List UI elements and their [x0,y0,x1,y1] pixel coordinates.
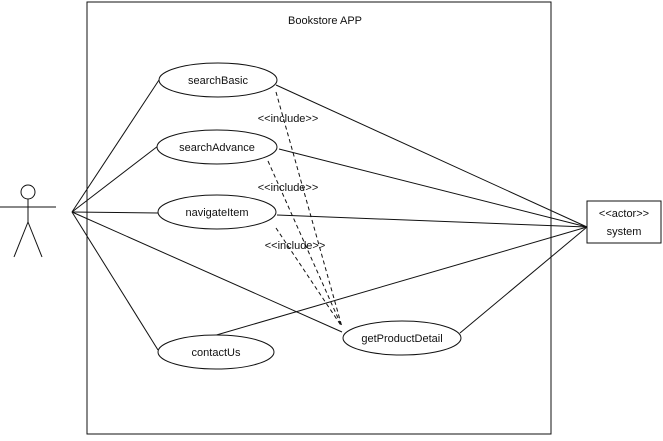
actor-stereotype: <<actor>> [599,208,649,220]
use-case-label: searchAdvance [179,142,255,154]
use-case-searchbasic: searchBasic [158,62,278,98]
assoc-actor-navigateitem [71,211,159,214]
system-title: Bookstore APP [288,15,362,27]
actor-left-leg [13,221,29,258]
assoc-searchbasic-system [275,84,588,228]
system-associations [212,84,588,337]
assoc-searchadvance-system [278,148,588,228]
include-label: <<include>> [258,182,319,194]
include-dependencies [267,91,343,328]
include-label: <<include>> [265,240,326,252]
assoc-getproductdetail-system [459,226,588,334]
include-searchbasic [275,91,343,328]
use-case-navigateitem: navigateItem [157,194,277,230]
assoc-actor-contactus [71,211,159,351]
assoc-actor-getproductdetail [71,211,343,333]
system-boundary [86,1,552,435]
use-case-label: getProductDetail [361,333,442,345]
include-searchadvance [267,160,343,328]
use-case-contactus: contactUs [157,334,275,370]
assoc-actor-searchbasic [71,79,160,213]
actor-name: system [607,226,642,238]
actor-right-leg [27,221,43,258]
external-system-actor: <<actor>> system [586,200,662,244]
use-case-searchadvance: searchAdvance [156,129,278,165]
use-case-label: navigateItem [186,207,249,219]
user-actor [0,184,56,258]
use-case-label: contactUs [192,347,241,359]
use-case-getproductdetail: getProductDetail [342,320,462,356]
actor-head [20,184,36,200]
assoc-actor-searchadvance [71,145,159,213]
assoc-navigateitem-system [276,214,588,228]
include-label: <<include>> [258,113,319,125]
use-case-label: searchBasic [188,75,248,87]
include-navigateitem [275,227,343,328]
assoc-contactus-system [212,226,588,337]
